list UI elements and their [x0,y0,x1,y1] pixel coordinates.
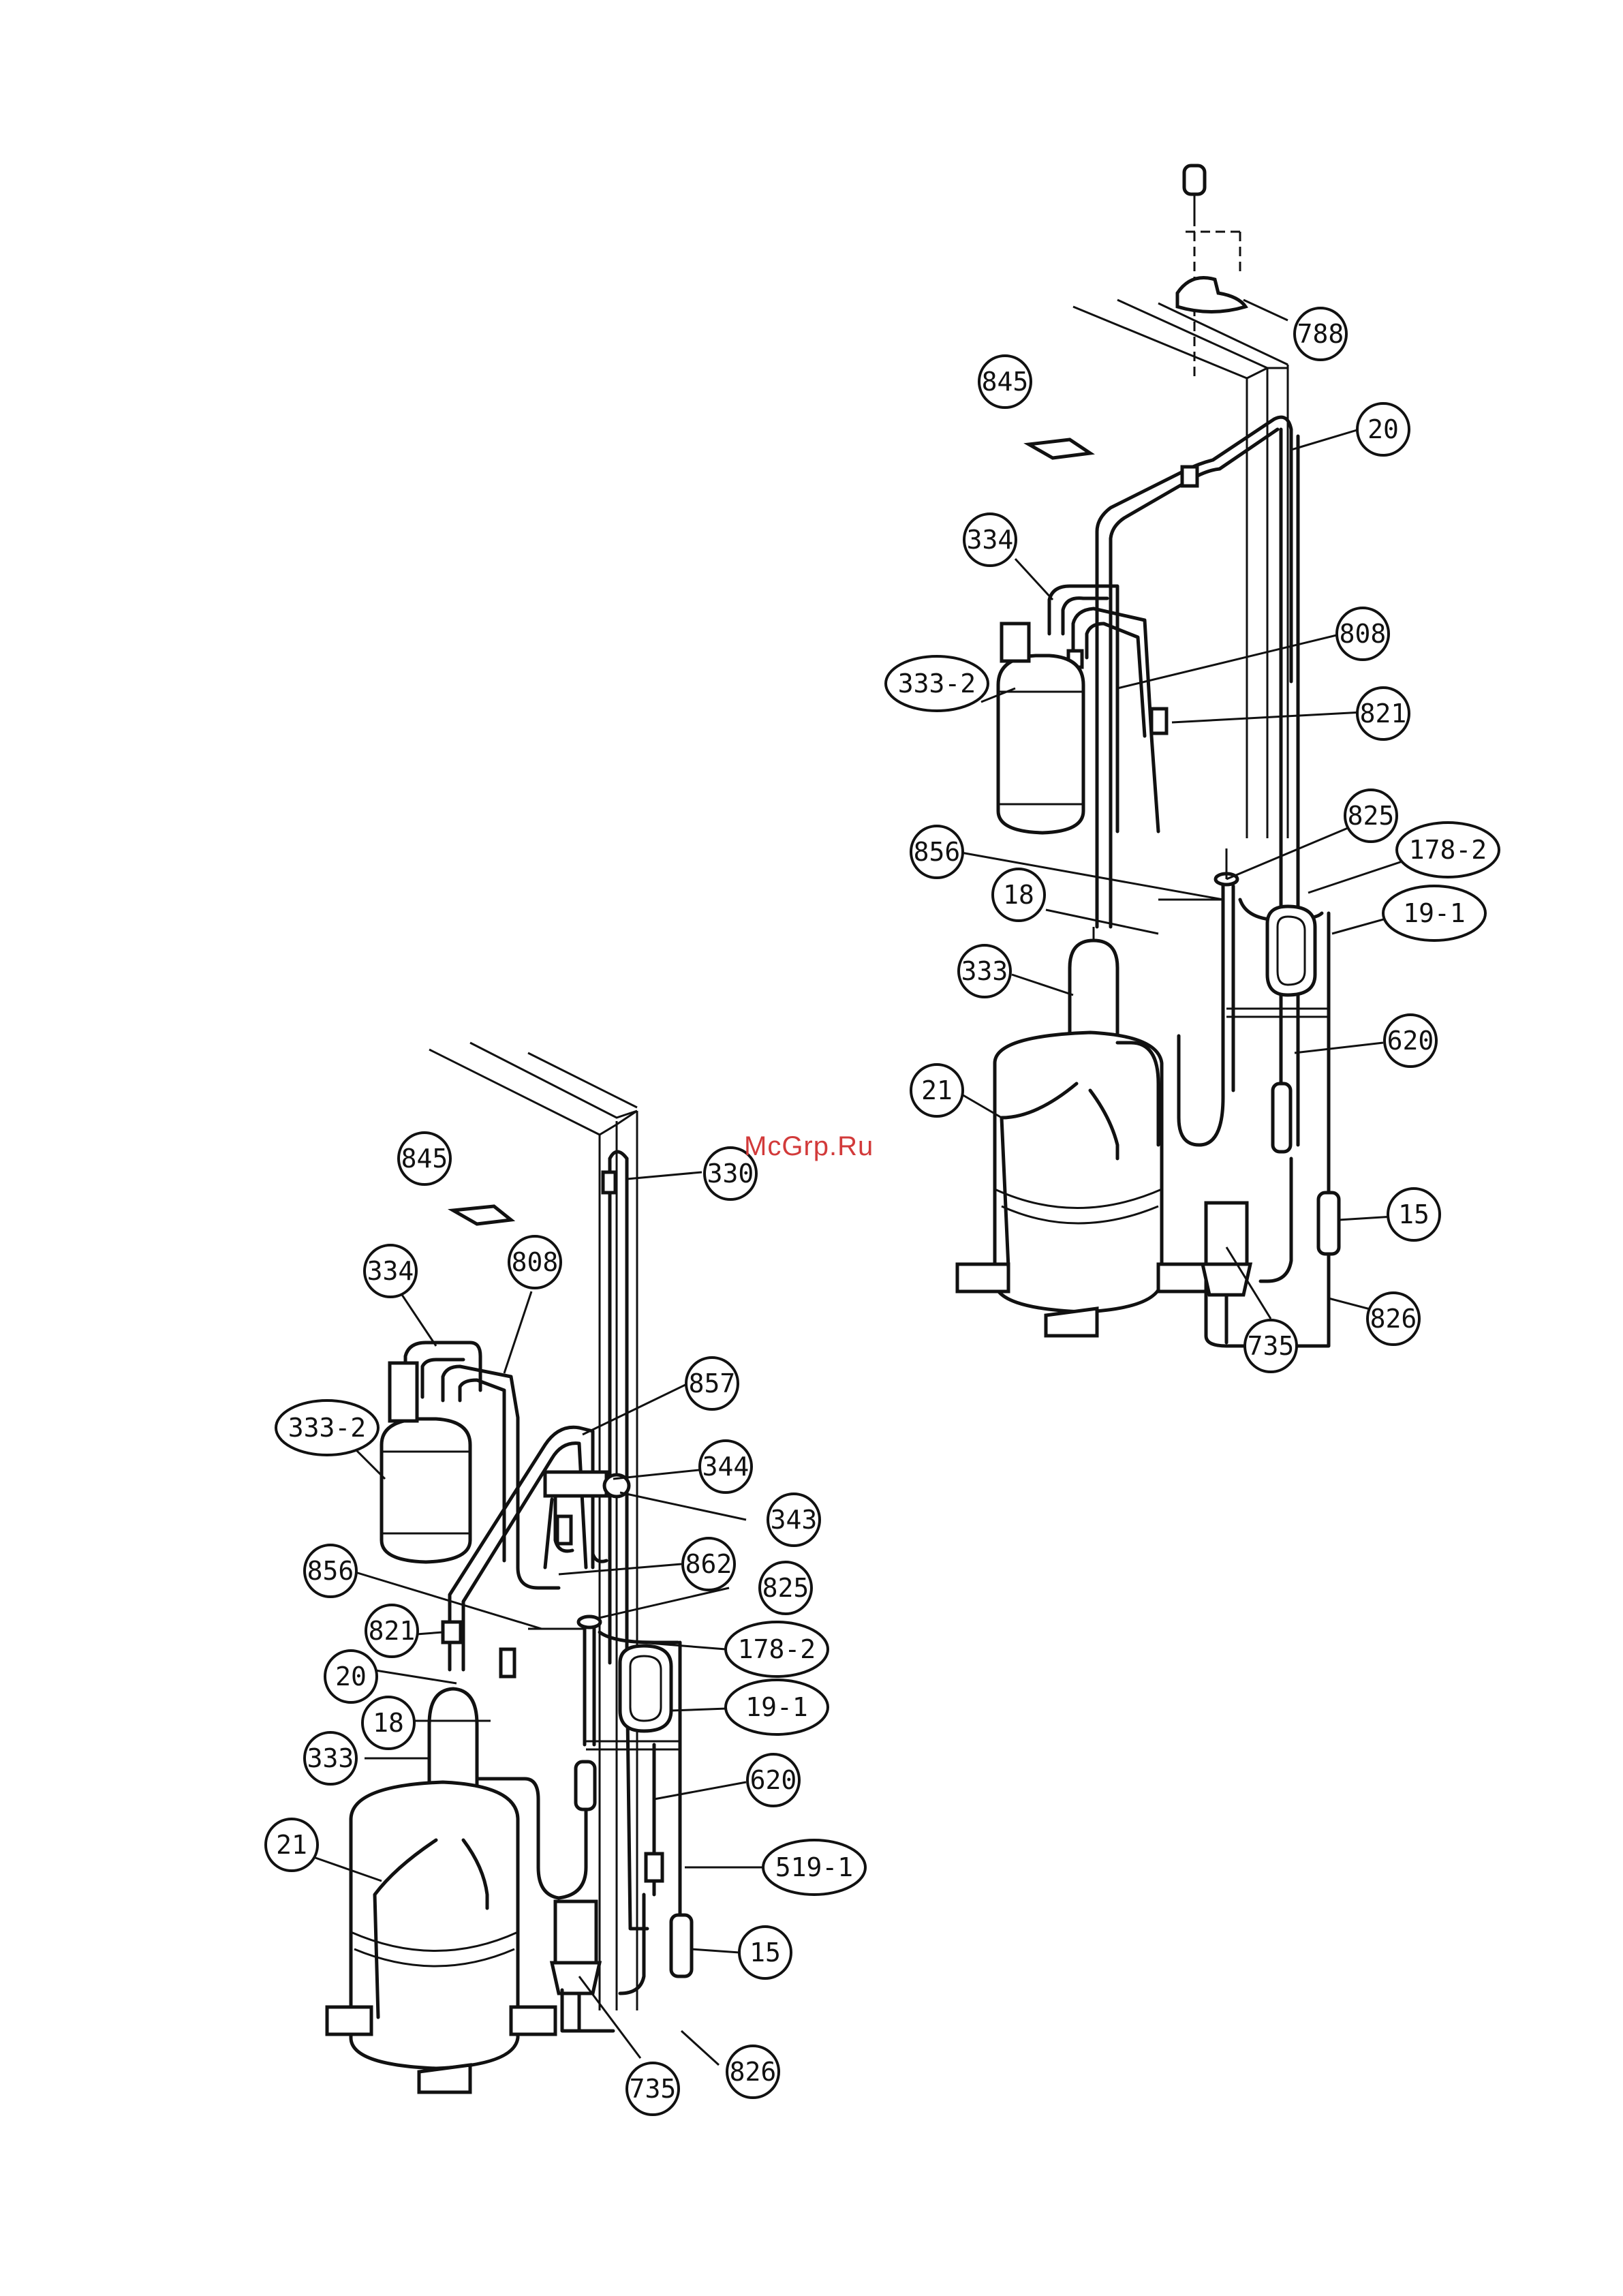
upper-right-assembly [957,166,1421,1346]
callout-label: 18 [1003,880,1034,910]
callout-label: 620 [1387,1026,1434,1056]
callout-826: 826 [1367,1293,1419,1345]
watermark: McGrp.Ru [744,1131,874,1162]
callout-333: 333 [305,1732,356,1784]
callout-label: 845 [401,1144,448,1174]
callout-label: 862 [685,1549,732,1579]
callout-label: 333-2 [288,1413,366,1443]
callout-label: 857 [689,1368,736,1398]
callout-856: 856 [305,1545,356,1597]
pad-845-lower [453,1206,511,1224]
callout-label: 178-2 [1409,835,1487,865]
callout-178-2: 178-2 [726,1622,828,1677]
callout-15: 15 [739,1927,791,1978]
callout-label: 620 [750,1765,797,1795]
callout-label: 333 [307,1743,354,1773]
side-panel [1073,300,1288,838]
thermostat-788 [1177,278,1246,312]
callout-label: 825 [762,1573,809,1603]
valve-block-lower [528,1617,692,2031]
callout-label: 856 [307,1556,354,1586]
callout-821: 821 [366,1605,418,1657]
callout-334: 334 [964,514,1016,566]
callout-label: 821 [369,1616,416,1646]
callout-label: 826 [730,2057,777,2087]
callout-label: 20 [1367,414,1399,444]
callout-845: 845 [399,1133,450,1184]
callout-label: 21 [921,1075,953,1105]
compressor-21-upper [957,1032,1206,1336]
callout-19-1: 19-1 [726,1680,828,1734]
callout-18: 18 [362,1697,414,1749]
callout-620: 620 [1385,1015,1436,1067]
callout-label: 826 [1370,1304,1417,1334]
callout-15: 15 [1388,1189,1440,1240]
callout-857: 857 [686,1358,738,1409]
callout-735: 735 [627,2063,679,2115]
callout-label: 15 [749,1938,781,1968]
callout-788: 788 [1295,308,1346,360]
callout-620: 620 [747,1754,799,1806]
callout-333-2: 333-2 [886,656,988,711]
callout-825: 825 [1345,790,1397,842]
callout-label: 334 [967,525,1014,555]
callout-344: 344 [700,1441,752,1493]
callout-808: 808 [1337,608,1389,660]
callout-845: 845 [979,356,1031,408]
callout-label: 333-2 [898,669,976,699]
callout-label: 735 [630,2074,677,2104]
callout-label: 788 [1297,319,1344,349]
callout-label: 21 [276,1830,307,1860]
callout-label: 178-2 [738,1634,816,1664]
callout-343: 343 [768,1494,820,1546]
callout-808: 808 [509,1236,561,1288]
callout-label: 821 [1360,699,1407,729]
callout-334: 334 [365,1245,416,1297]
callout-label: 343 [771,1505,818,1535]
callout-856: 856 [911,826,963,878]
callout-735: 735 [1245,1320,1297,1372]
callout-label: 334 [367,1256,414,1286]
callout-label: 330 [707,1159,754,1189]
callout-label: 344 [702,1452,749,1482]
callout-821: 821 [1357,688,1409,739]
callout-20: 20 [325,1651,377,1702]
callout-label: 735 [1248,1331,1295,1361]
callout-20: 20 [1357,403,1409,455]
callout-21: 21 [266,1819,318,1871]
callout-333: 333 [959,945,1010,997]
callout-label: 519-1 [775,1852,853,1882]
receiver-333-2-lower [382,1363,470,1562]
callout-19-1: 19-1 [1383,886,1485,940]
callout-826: 826 [727,2046,779,2098]
callout-label: 19-1 [745,1692,808,1722]
callout-label: 825 [1348,801,1395,831]
callout-label: 808 [1340,619,1387,649]
callout-862: 862 [683,1538,735,1590]
callout-label: 845 [982,367,1029,397]
screw-part [1184,166,1240,382]
callout-label: 856 [914,837,961,867]
callout-label: 808 [512,1247,559,1277]
callout-label: 19-1 [1403,898,1466,928]
callout-519-1: 519-1 [763,1840,865,1895]
pad-845 [1029,440,1090,458]
callout-label: 20 [335,1662,367,1692]
callout-825: 825 [760,1562,812,1614]
callout-18: 18 [993,869,1045,921]
callout-label: 15 [1398,1199,1429,1229]
callout-333-2: 333-2 [276,1400,378,1455]
callout-label: 333 [961,956,1008,986]
callout-label: 18 [373,1708,404,1738]
callout-21: 21 [911,1065,963,1116]
callout-178-2: 178-2 [1397,823,1499,877]
